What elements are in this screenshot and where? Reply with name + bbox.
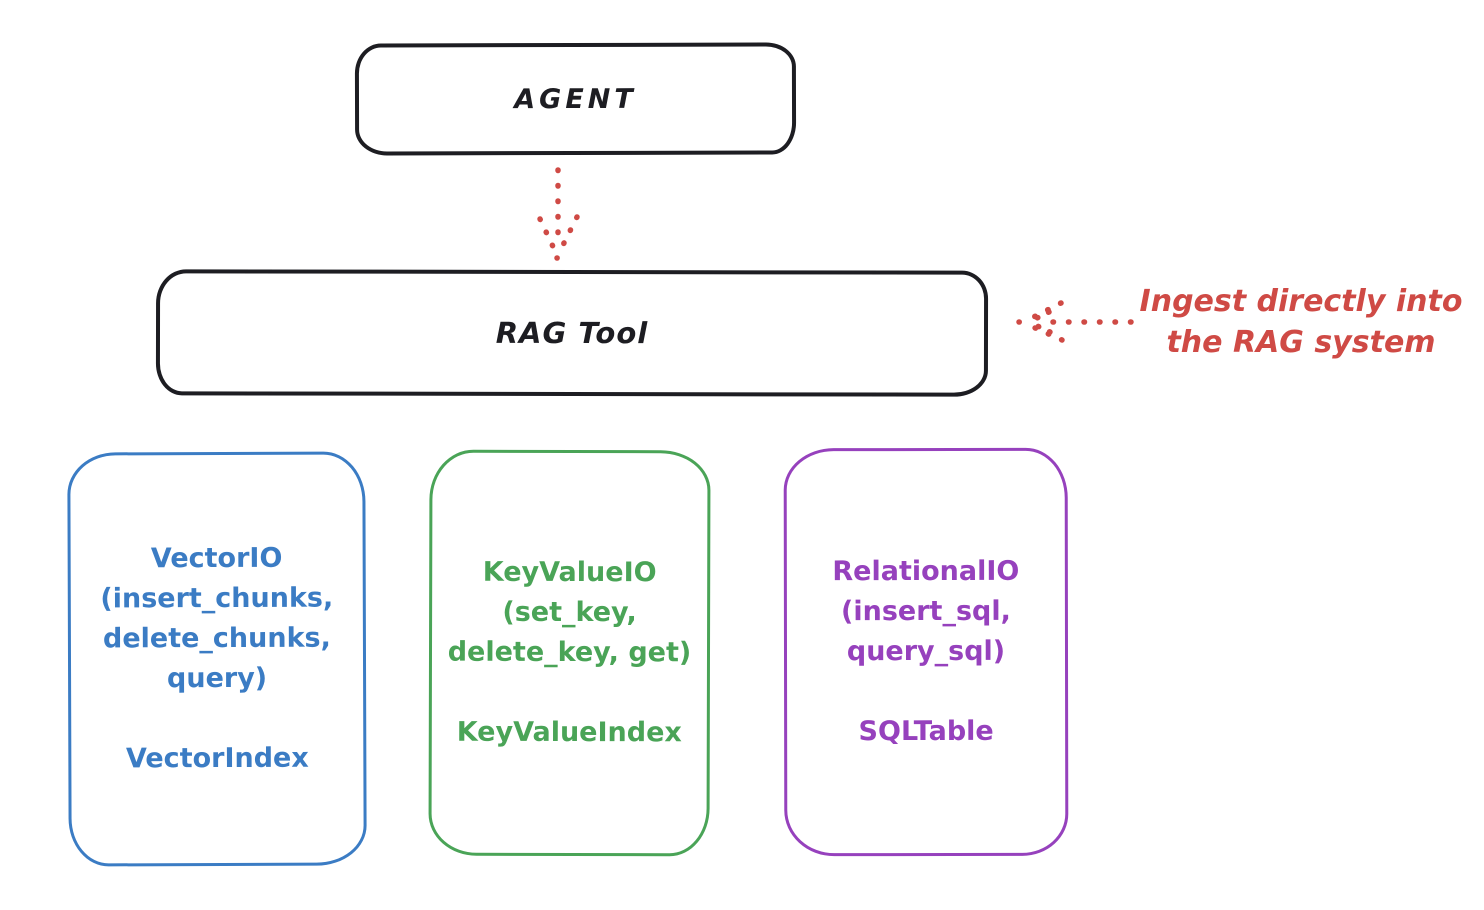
- keyvalue-io-line: KeyValueIO: [482, 556, 657, 589]
- agent-box: AGENT: [354, 42, 797, 156]
- relational-io-line: (insert_sql,: [840, 595, 1011, 628]
- ingest-annotation: Ingest directly into the RAG system: [1138, 281, 1464, 363]
- rag-tool-box: RAG Tool: [155, 269, 989, 397]
- relational-io-line: query_sql): [846, 635, 1006, 668]
- agent-to-ragtool-arrow: [537, 167, 580, 261]
- keyvalue-io-line: delete_key, get): [447, 636, 692, 669]
- keyvalue-io-line: (set_key,: [502, 596, 637, 629]
- vector-io-line: (insert_chunks,: [100, 582, 334, 615]
- sql-table-label: SQLTable: [858, 715, 994, 748]
- vector-index-label: VectorIndex: [125, 742, 309, 775]
- keyvalue-index-label: KeyValueIndex: [456, 716, 682, 749]
- keyvalue-io-box: KeyValueIO (set_key, delete_key, get) Ke…: [428, 449, 711, 857]
- relational-io-box: RelationalIO (insert_sql, query_sql) SQL…: [783, 447, 1069, 857]
- rag-tool-box-label: RAG Tool: [495, 315, 649, 351]
- relational-io-line: RelationalIO: [832, 555, 1020, 588]
- vector-io-line: query): [166, 662, 268, 695]
- annotation-to-ragtool-arrow: [1016, 300, 1134, 343]
- ingest-annotation-line2: the RAG system: [1166, 325, 1436, 360]
- vector-io-line: VectorIO: [150, 542, 283, 575]
- vector-io-box: VectorIO (insert_chunks, delete_chunks, …: [67, 451, 367, 867]
- vector-io-line: delete_chunks,: [102, 622, 331, 655]
- ingest-annotation-line1: Ingest directly into: [1139, 284, 1463, 319]
- agent-box-label: AGENT: [514, 83, 637, 115]
